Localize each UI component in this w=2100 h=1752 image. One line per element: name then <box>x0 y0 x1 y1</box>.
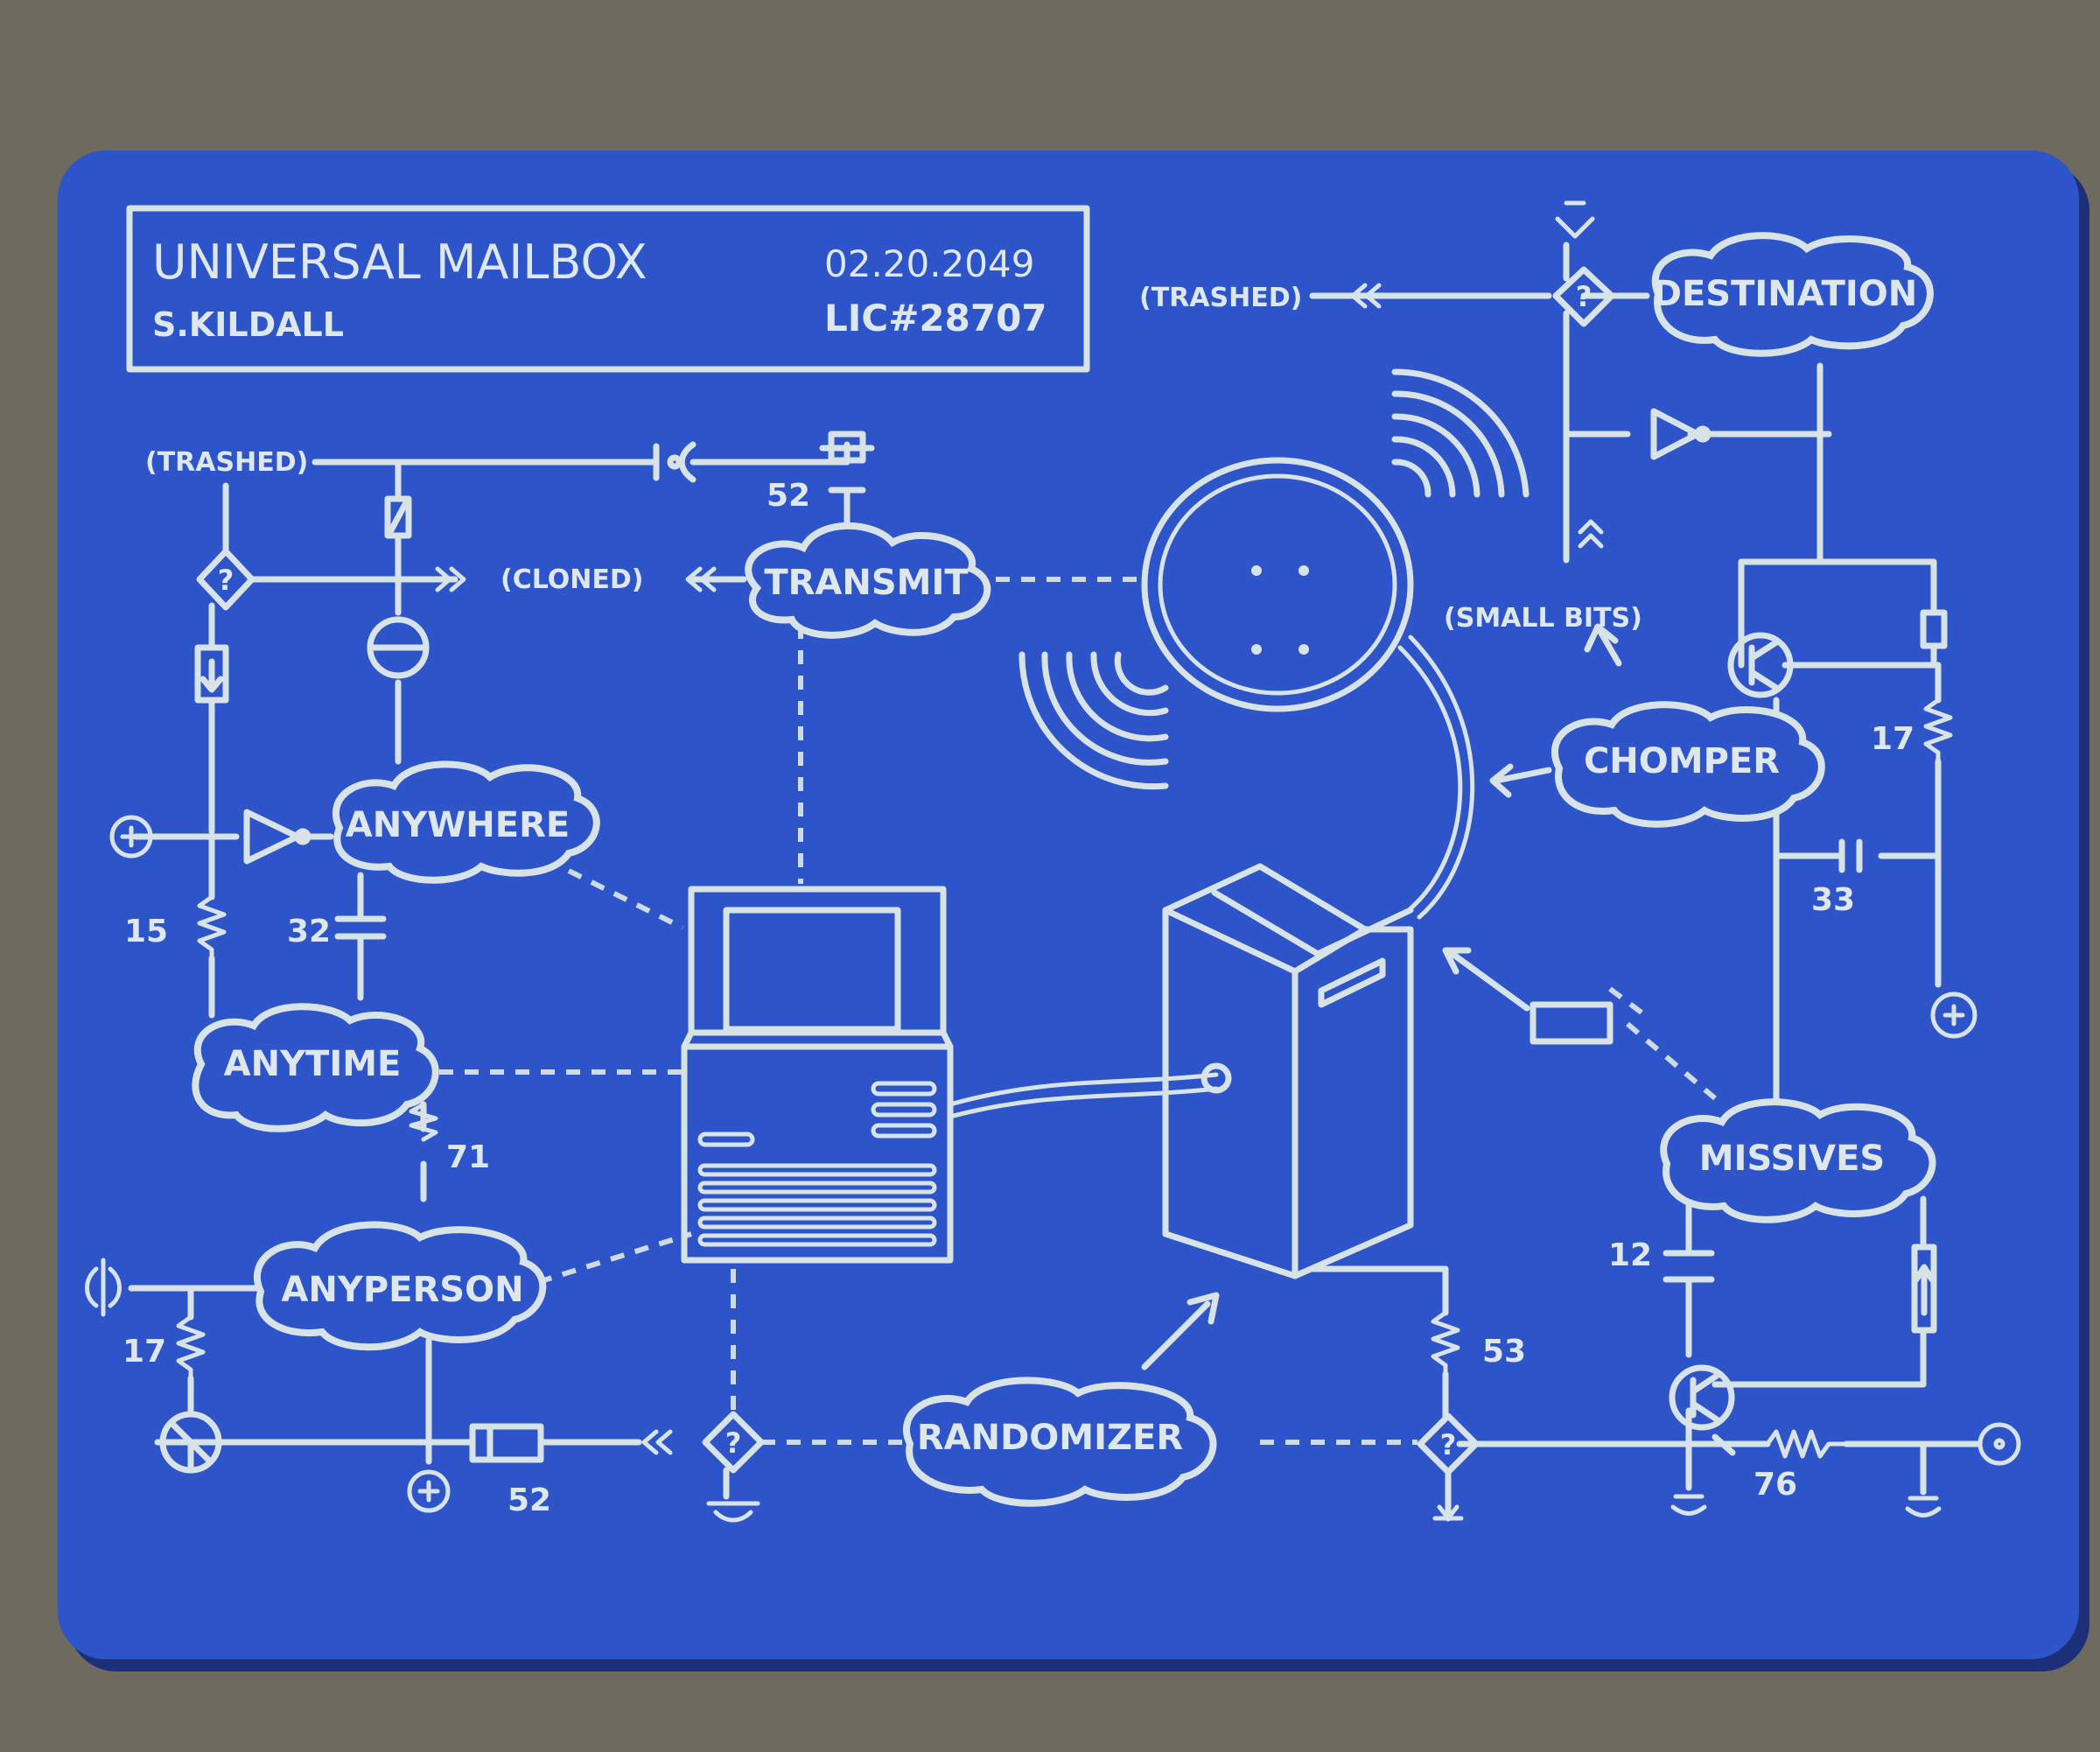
svg-text:?: ? <box>218 564 234 597</box>
ring-device <box>1141 457 1475 920</box>
node-anywhere: ANYWHERE <box>332 760 600 884</box>
data-cable-2 <box>948 1086 1219 1119</box>
value-15: 15 <box>124 914 168 950</box>
value-71: 71 <box>446 1139 490 1175</box>
node-anyperson: ANYPERSON <box>253 1221 547 1351</box>
title-license: LIC#28707 <box>824 297 1047 340</box>
circuit-wires <box>128 242 1983 1522</box>
cable-port <box>1200 1062 1232 1094</box>
resistors <box>176 697 1953 1459</box>
svg-text:MISSIVES: MISSIVES <box>1699 1139 1885 1179</box>
value-76: 76 <box>1754 1467 1797 1503</box>
node-transmit: TRANSMIT <box>745 522 991 639</box>
mailbox-tower <box>1162 863 1414 1279</box>
node-randomizer: RANDOMIZER <box>903 1377 1217 1507</box>
wire-arrows <box>435 283 1604 1455</box>
decision-diamonds: ? ? ? ? <box>196 266 1615 1475</box>
title-date: 02.20.2049 <box>824 242 1034 285</box>
svg-text:?: ? <box>1576 280 1592 313</box>
dashed-connections <box>439 577 1717 1445</box>
svg-text:ANYPERSON: ANYPERSON <box>281 1270 523 1310</box>
svg-text:RANDOMIZER: RANDOMIZER <box>917 1418 1183 1458</box>
svg-text:ANYTIME: ANYTIME <box>224 1044 402 1084</box>
node-chomper: CHOMPER <box>1550 701 1825 828</box>
title-author: S.KILDALL <box>152 305 344 344</box>
title-block-frame <box>126 205 1090 373</box>
value-53: 53 <box>1482 1334 1526 1370</box>
node-anytime: ANYTIME <box>192 1003 439 1132</box>
value-32: 32 <box>287 914 331 950</box>
svg-text:?: ? <box>1440 1428 1457 1461</box>
laptop-device <box>681 886 954 1264</box>
svg-text:ANYWHERE: ANYWHERE <box>346 805 570 845</box>
capacitors <box>334 441 1863 1283</box>
label-cloned: (CLONED) <box>500 564 644 595</box>
signal-waves-top <box>1391 368 1530 498</box>
terminals <box>85 200 2021 1523</box>
value-33: 33 <box>1811 882 1855 918</box>
small-box <box>1530 1001 1614 1045</box>
svg-text:?: ? <box>725 1426 742 1460</box>
label-small-bits: (SMALL BITS) <box>1444 603 1642 634</box>
meter-symbols <box>159 616 430 1474</box>
label-trashed-right: (TRASHED) <box>1139 283 1302 313</box>
label-trashed-left: (TRASHED) <box>145 447 308 478</box>
title-heading: UNIVERSAL MAILBOX <box>152 235 648 290</box>
value-12: 12 <box>1608 1237 1652 1273</box>
value-17-left: 17 <box>122 1334 166 1370</box>
component-boxes <box>194 431 1948 1463</box>
svg-text:TRANSMIT: TRANSMIT <box>764 563 969 603</box>
blueprint-board <box>58 151 2079 1659</box>
signal-waves-left <box>1018 651 1169 790</box>
value-52-bottom: 52 <box>508 1482 551 1518</box>
transistors <box>1669 632 1794 1431</box>
data-cable <box>948 1072 1219 1107</box>
node-destination: DESTINATION <box>1651 232 1934 357</box>
value-17-right: 17 <box>1871 721 1914 757</box>
svg-text:DESTINATION: DESTINATION <box>1653 274 1917 314</box>
buffer-symbols <box>243 408 1712 865</box>
value-52-top: 52 <box>766 478 810 514</box>
node-missives: MISSIVES <box>1660 1098 1936 1223</box>
svg-text:CHOMPER: CHOMPER <box>1584 741 1780 781</box>
